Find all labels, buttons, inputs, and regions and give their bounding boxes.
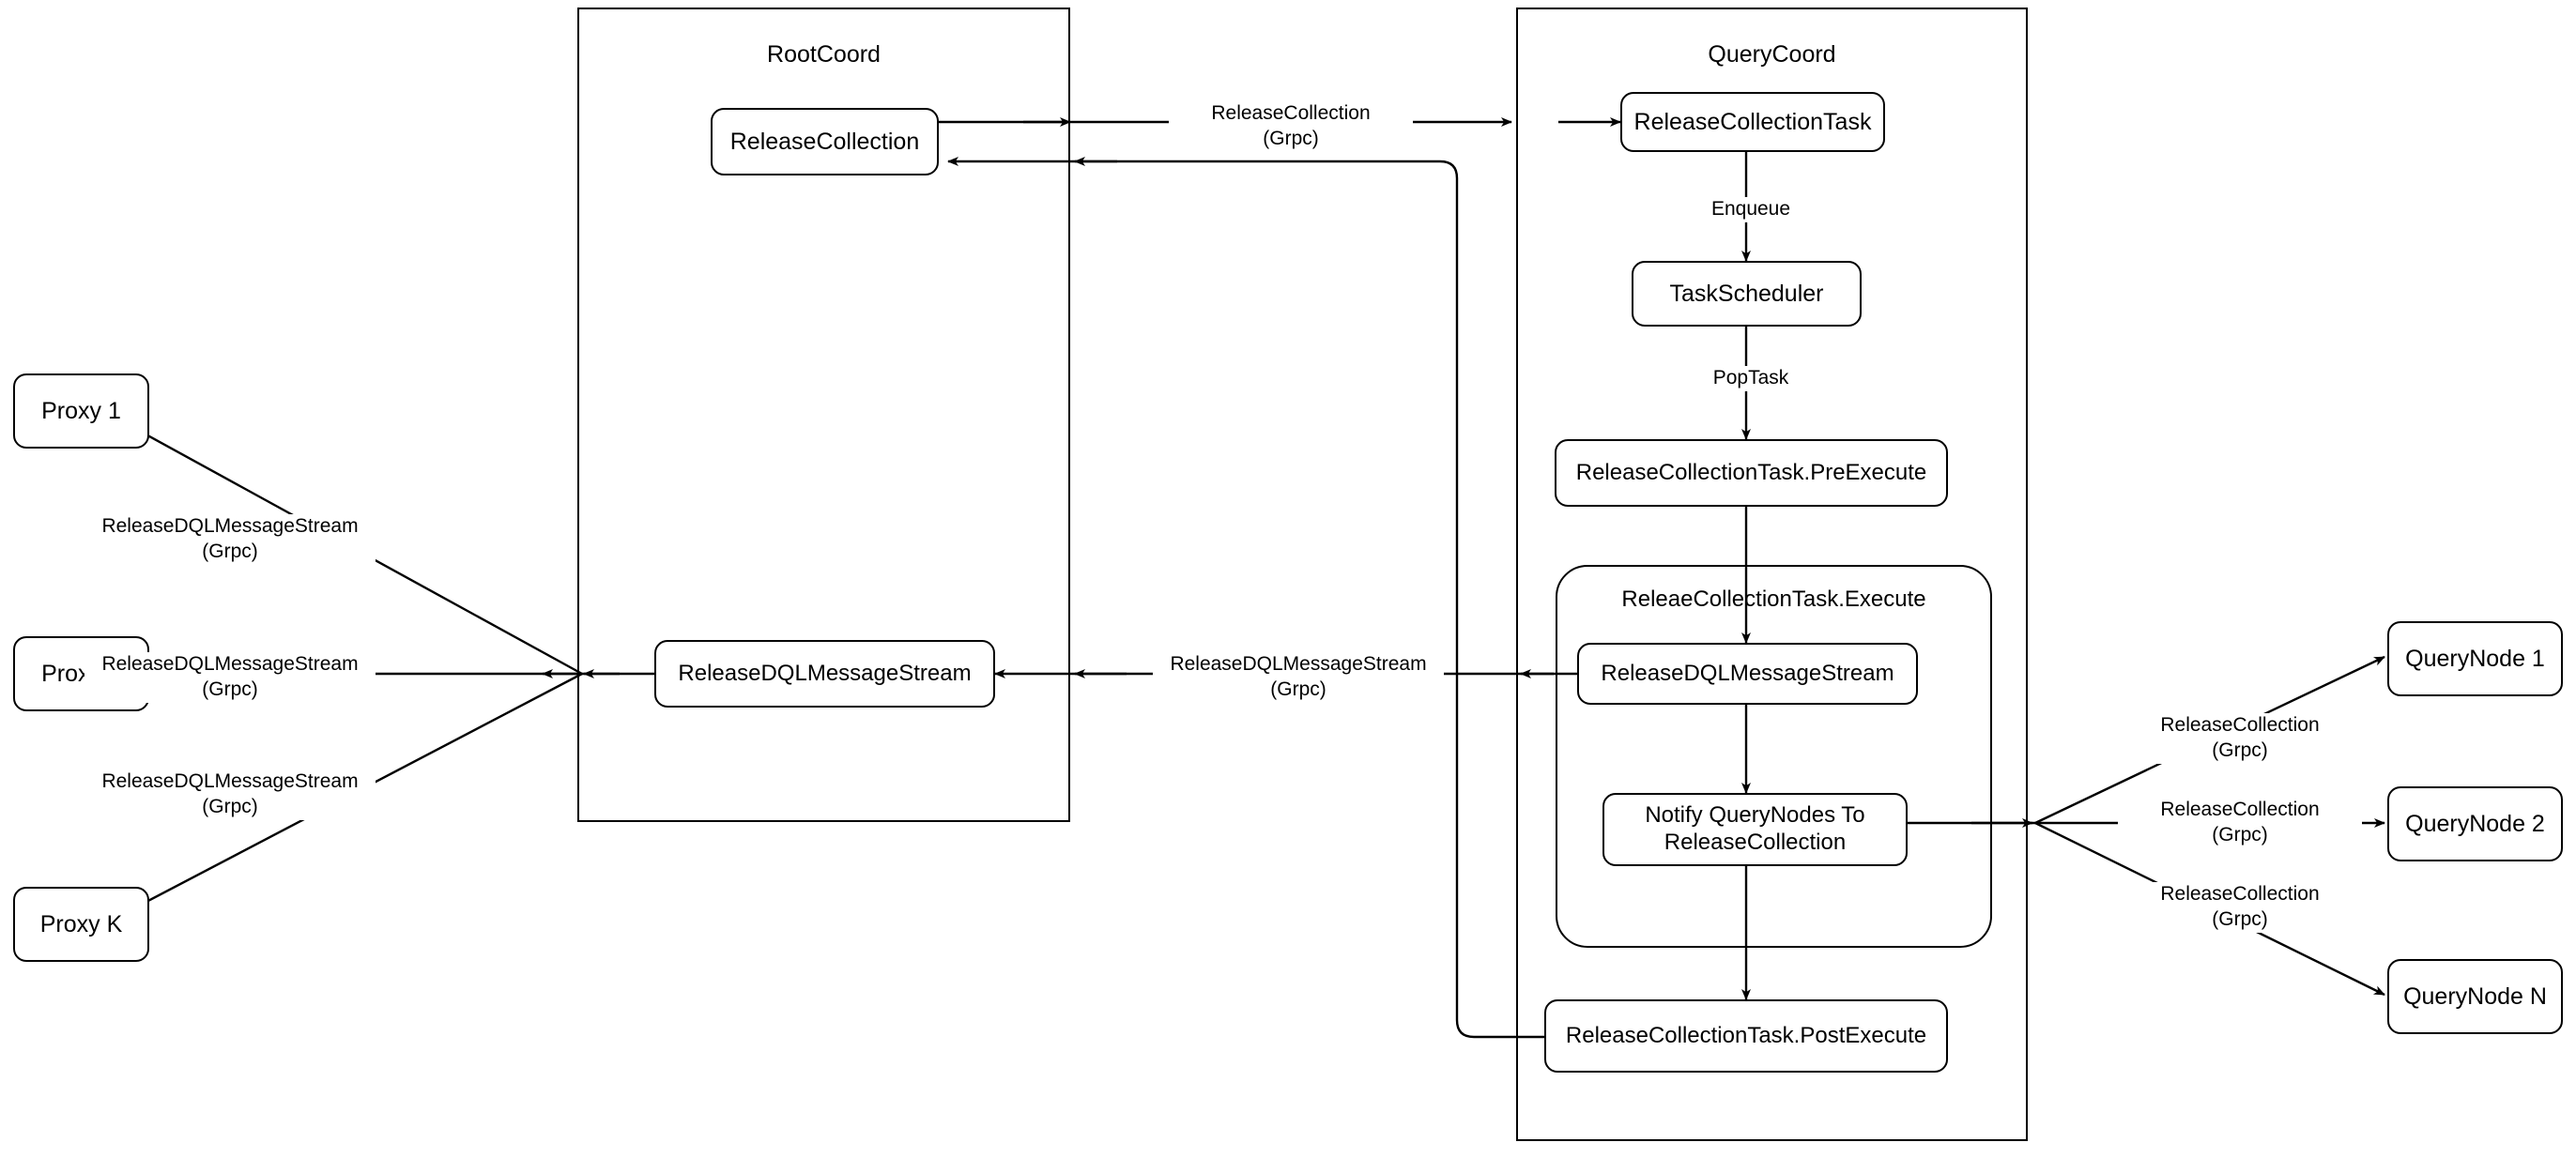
node-querynode-2[interactable]: QueryNode 2 (2387, 786, 2563, 861)
node-proxy-1[interactable]: Proxy 1 (13, 373, 149, 449)
node-querycoord-release-dql-message-stream[interactable]: ReleaseDQLMessageStream (1577, 643, 1918, 705)
edge-label-rootcoord-to-querycoord-release-collection: ReleaseCollection (Grpc) (1169, 101, 1413, 152)
edge-label-querycoord-to-querynode-1: ReleaseCollection (Grpc) (2118, 713, 2362, 764)
node-release-collection-task-preexecute[interactable]: ReleaseCollectionTask.PreExecute (1555, 439, 1948, 507)
edge-label-querycoord-to-querynode-2: ReleaseCollection (Grpc) (2118, 798, 2362, 848)
node-querynode-1[interactable]: QueryNode 1 (2387, 621, 2563, 696)
node-task-scheduler[interactable]: TaskScheduler (1632, 261, 1862, 327)
node-release-collection-task-postexecute[interactable]: ReleaseCollectionTask.PostExecute (1544, 999, 1948, 1073)
group-execute-label: ReleaeCollectionTask.Execute (1621, 586, 1926, 612)
group-release-collection-task-execute (1556, 565, 1992, 948)
edge-label-enqueue: Enqueue (1680, 197, 1821, 222)
node-notify-querynodes-to-release-collection[interactable]: Notify QueryNodes To ReleaseCollection (1602, 793, 1908, 866)
edge-label-rootcoord-to-proxy-1: ReleaseDQLMessageStream (Grpc) (84, 514, 376, 565)
panel-querycoord-label: QueryCoord (1708, 41, 1836, 68)
edge-postexecute-return-to-rootcoord (947, 157, 1544, 1039)
panel-rootcoord (577, 8, 1070, 822)
node-rootcoord-release-dql-message-stream[interactable]: ReleaseDQLMessageStream (654, 640, 995, 708)
node-release-collection-task[interactable]: ReleaseCollectionTask (1620, 92, 1885, 152)
edge-label-poptask: PopTask (1680, 366, 1821, 391)
edge-label-rootcoord-to-proxy-2: ReleaseDQLMessageStream (Grpc) (84, 652, 376, 703)
node-querynode-n[interactable]: QueryNode N (2387, 959, 2563, 1034)
edge-label-querycoord-to-rootcoord-release-dql: ReleaseDQLMessageStream (Grpc) (1153, 652, 1444, 703)
node-proxy-k[interactable]: Proxy K (13, 887, 149, 962)
edge-label-rootcoord-to-proxy-k: ReleaseDQLMessageStream (Grpc) (84, 769, 376, 820)
panel-rootcoord-label: RootCoord (767, 41, 881, 68)
edge-label-querycoord-to-querynode-n: ReleaseCollection (Grpc) (2118, 882, 2362, 933)
node-rootcoord-release-collection[interactable]: ReleaseCollection (711, 108, 939, 175)
panel-querycoord (1516, 8, 2028, 1141)
